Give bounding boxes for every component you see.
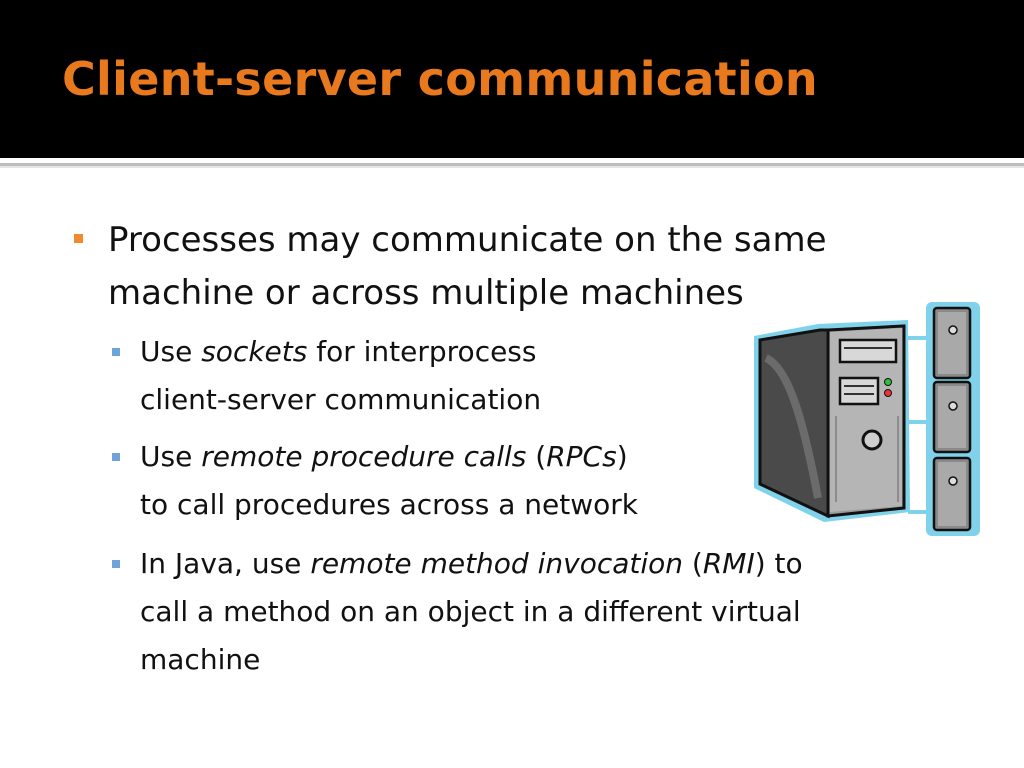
title-bar: Client-server communication [0,0,1024,158]
text-run: Use [140,335,202,368]
sub-bullet-rmi: In Java, use remote method invocation (R… [140,540,803,684]
sub-bullet-line: Use remote procedure calls (RPCs) [140,433,638,481]
divider-line [0,158,1024,162]
sub-bullet-sockets: Use sockets for interprocess client-serv… [140,328,541,424]
sub-bullet-line: Use sockets for interprocess [140,328,541,376]
bullet-main-text: Processes may communicate on the same ma… [108,214,928,320]
bullet-marker [74,234,83,243]
bullet-main-line-2: machine or across multiple machines [108,273,744,313]
sub-bullet-line: call a method on an object in a differen… [140,595,801,628]
text-run: ( [683,547,703,580]
sub-bullet-line: In Java, use remote method invocation (R… [140,540,803,588]
bullet-main-line-1: Processes may communicate on the same [108,220,827,260]
sub-bullet-line: to call procedures across a network [140,488,638,521]
emphasis-term: remote procedure calls [201,440,527,473]
sub-bullet-marker [112,453,120,461]
divider-shadow-light [0,166,1024,168]
text-run: ) to [754,547,803,580]
sub-bullet-marker [112,348,120,356]
sub-bullet-rpc: Use remote procedure calls (RPCs) to cal… [140,433,638,529]
sub-bullet-line: machine [140,643,261,676]
text-run: In Java, use [140,547,311,580]
text-run: for interprocess [307,335,537,368]
sub-bullet-marker [112,560,120,568]
slide-title: Client-server communication [62,52,818,106]
emphasis-term: sockets [201,335,308,368]
sub-bullet-line: client-server communication [140,383,542,416]
divider-shadow [0,163,1024,166]
text-run: ) [616,440,628,473]
emphasis-term: RPCs [546,440,617,473]
computer-tower-with-drives-icon [748,298,984,538]
text-run: ( [526,440,547,473]
text-run: Use [140,440,202,473]
emphasis-term: RMI [702,547,755,580]
emphasis-term: remote method invocation [310,547,684,580]
